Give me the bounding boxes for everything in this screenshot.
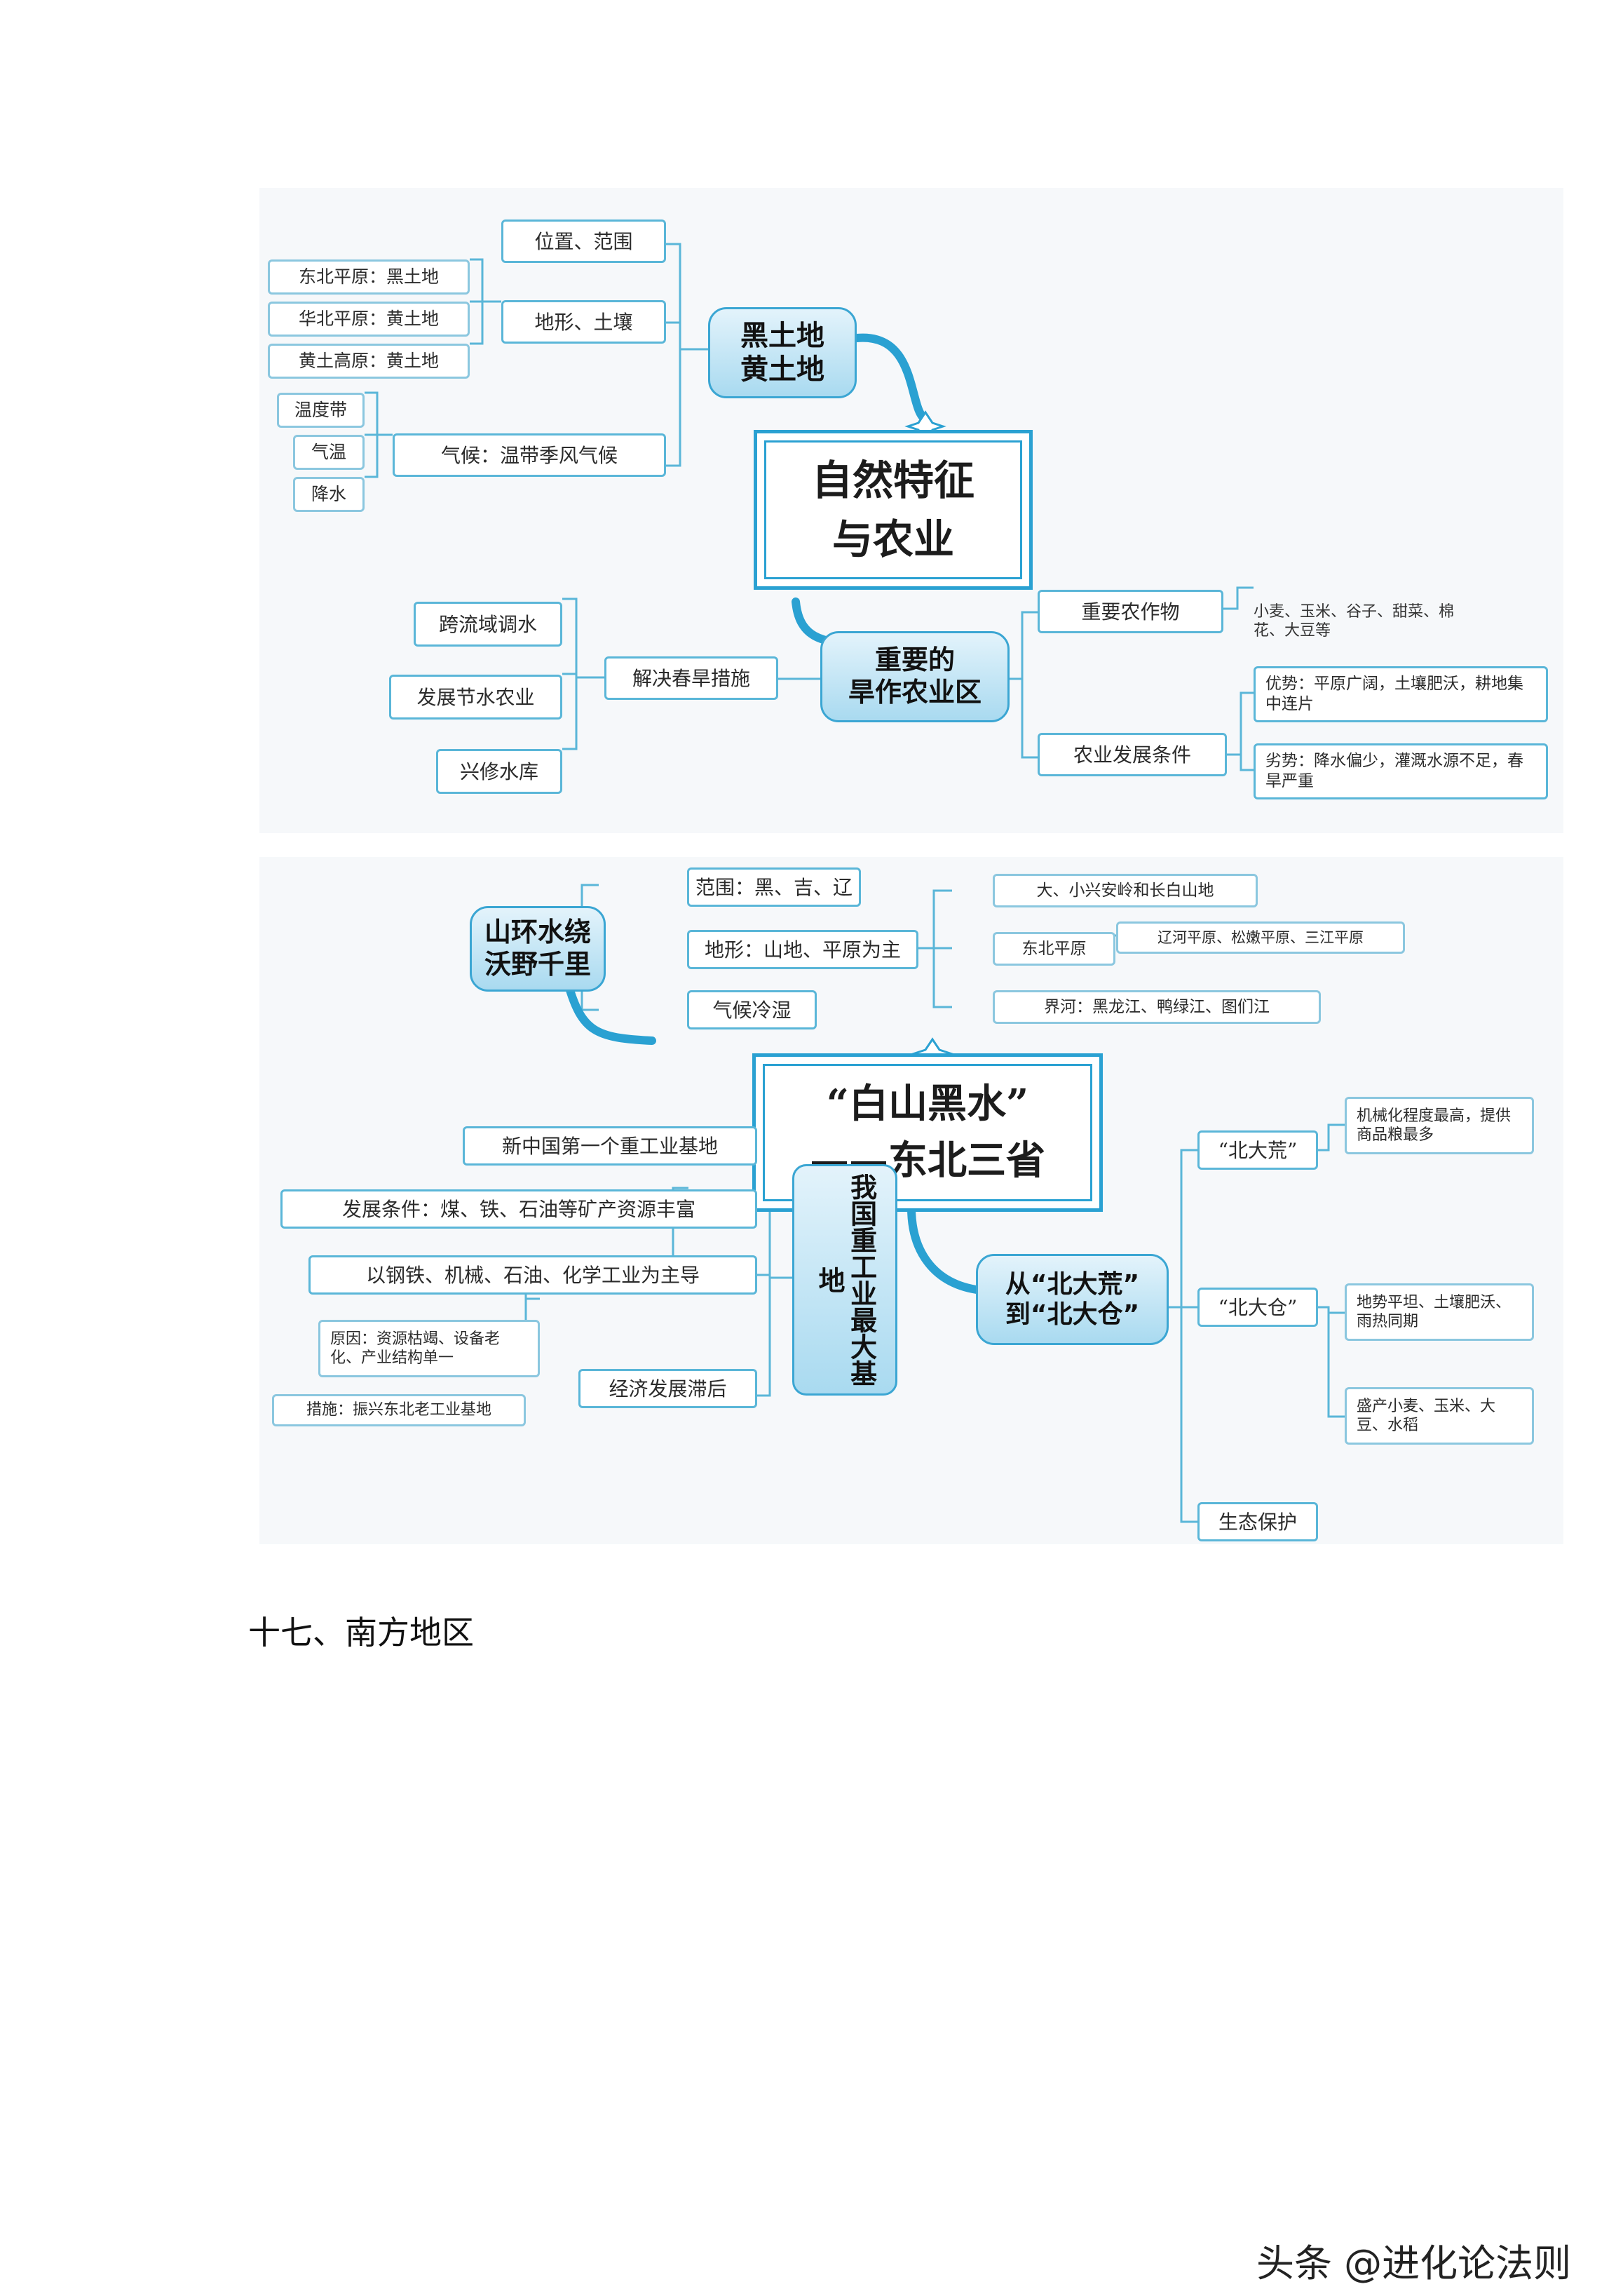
crops-detail: 小麦、玉米、谷子、甜菜、棉花、大豆等 xyxy=(1254,602,1455,640)
mind-map-natural-features: 位置、范围 地形、土壤 东北平原：黑土地 华北平原：黄土地 黄土高原：黄土地 气… xyxy=(259,188,1563,833)
watermark: 头条 @进化论法则 xyxy=(1256,2241,1572,2285)
mountains-node: 大、小兴安岭和长白山地 xyxy=(993,874,1258,907)
industry-conditions: 发展条件：煤、铁、石油等矿产资源丰富 xyxy=(280,1189,757,1229)
section-heading: 十七、南方地区 xyxy=(248,1614,474,1652)
soil-loess: 黄土高原：黄土地 xyxy=(268,344,470,379)
measure-water-saving: 发展节水农业 xyxy=(389,675,562,720)
climate-cold-wet: 气候冷湿 xyxy=(687,990,817,1029)
mind-map-northeast: 山环水绕 沃野千里 范围：黑、吉、辽 地形：山地、平原为主 气候冷湿 大、小兴安… xyxy=(259,857,1563,1544)
center-natural-features-agriculture: 自然特征 与农业 xyxy=(754,430,1033,590)
soil-northeast: 东北平原：黑土地 xyxy=(268,259,470,295)
hub-beidahuang-beidacang: 从“北大荒” 到“北大仓” xyxy=(976,1254,1169,1345)
beidahuang-node: “北大荒” xyxy=(1197,1130,1318,1170)
conditions-node: 农业发展条件 xyxy=(1038,733,1227,776)
economic-lag-node: 经济发展滞后 xyxy=(578,1369,757,1408)
industry-leading: 以钢铁、机械、石油、化学工业为主导 xyxy=(308,1255,757,1295)
crops-node: 重要农作物 xyxy=(1038,590,1223,633)
climate-temperature-zone: 温度带 xyxy=(277,393,365,428)
rivers-node: 界河：黑龙江、鸭绿江、图们江 xyxy=(993,990,1321,1024)
hub-mountains-rivers: 山环水绕 沃野千里 xyxy=(470,906,606,992)
beidacang-node: “北大仓” xyxy=(1197,1288,1318,1327)
climate-temperature: 气温 xyxy=(293,435,365,470)
measure-reservoir: 兴修水库 xyxy=(436,749,562,794)
mechanization-detail: 机械化程度最高，提供商品粮最多 xyxy=(1345,1097,1534,1154)
hub-heavy-industry: 我国重工业最大基地 xyxy=(792,1164,897,1396)
landform-node: 地形：山地、平原为主 xyxy=(687,930,918,969)
scope-node: 范围：黑、吉、辽 xyxy=(687,867,861,907)
soil-north-china: 华北平原：黄土地 xyxy=(268,302,470,337)
industry-first-base: 新中国第一个重工业基地 xyxy=(463,1126,757,1166)
hub-black-yellow-soil: 黑土地 黄土地 xyxy=(708,307,857,398)
solve-spring-drought: 解决春旱措施 xyxy=(604,656,778,700)
lag-cause: 原因：资源枯竭、设备老化、产业结构单一 xyxy=(318,1320,540,1377)
measure-water-transfer: 跨流域调水 xyxy=(414,602,562,647)
advantage-detail: 优势：平原广阔，土壤肥沃，耕地集中连片 xyxy=(1254,666,1548,722)
hub-dry-farming: 重要的 旱作农业区 xyxy=(820,631,1010,722)
produce-detail: 盛产小麦、玉米、大豆、水稻 xyxy=(1345,1387,1534,1445)
climate-precipitation: 降水 xyxy=(293,477,365,512)
terrain-node: 地形、土壤 xyxy=(501,300,666,344)
disadvantage-detail: 劣势：降水偏少，灌溉水源不足，春旱严重 xyxy=(1254,743,1548,799)
plain-node: 东北平原 xyxy=(993,932,1115,966)
plain-detail: 辽河平原、松嫩平原、三江平原 xyxy=(1116,921,1405,954)
climate-node: 气候：温带季风气候 xyxy=(393,433,666,477)
ecology-node: 生态保护 xyxy=(1197,1502,1318,1541)
terrain-soil-detail: 地势平坦、土壤肥沃、雨热同期 xyxy=(1345,1283,1534,1341)
location-node: 位置、范围 xyxy=(501,220,666,263)
lag-measure: 措施：振兴东北老工业基地 xyxy=(272,1394,526,1426)
